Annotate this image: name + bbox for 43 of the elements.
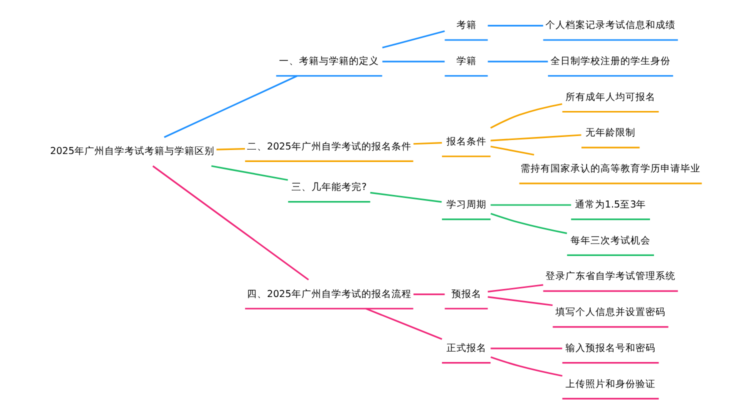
- connector: [216, 148, 245, 150]
- node-text: 个人档案记录考试信息和成绩: [546, 20, 676, 32]
- node-text: 输入预报名号和密码: [566, 342, 656, 354]
- node-text: 学习周期: [446, 199, 486, 210]
- node-text: 全日制学校注册的学生身份: [550, 56, 671, 67]
- connector: [413, 293, 445, 296]
- connector: [490, 212, 568, 234]
- connector: [488, 284, 544, 293]
- connector: [488, 60, 548, 62]
- connector: [490, 103, 562, 129]
- node-text: 一、考籍与学籍的定义: [279, 56, 380, 67]
- connector: [164, 75, 298, 138]
- node-text: 上传照片和身份验证: [566, 378, 656, 390]
- connector: [211, 165, 288, 181]
- connector: [490, 146, 534, 156]
- node-text: 预报名: [451, 288, 482, 300]
- node-text: 所有成年人均可报名: [566, 92, 656, 103]
- connector: [488, 24, 544, 26]
- node-text: 登录广东省自学考试管理系统: [546, 271, 676, 282]
- node-text: 2025年广州自学考试考籍与学籍区别: [50, 146, 214, 158]
- connector: [490, 134, 582, 142]
- connector: [366, 308, 442, 340]
- node-text: 填写个人信息并设置密码: [556, 307, 666, 318]
- connector: [382, 30, 445, 48]
- node-text: 无年龄限制: [586, 128, 636, 139]
- node-text: 三、几年能考完?: [292, 182, 367, 193]
- node-text: 每年三次考试机会: [570, 235, 651, 246]
- node-text: 学籍: [456, 56, 476, 67]
- node-text: 二、2025年广州自学考试的报名条件: [247, 141, 412, 152]
- node-text: 正式报名: [446, 342, 486, 354]
- node-text: 需持有国家承认的高等教育学历申请毕业: [520, 164, 701, 175]
- connector: [413, 142, 442, 145]
- node-text: 报名条件: [446, 136, 486, 148]
- connector: [490, 348, 562, 350]
- connector: [490, 356, 562, 377]
- connector: [488, 296, 553, 306]
- connector: [490, 204, 572, 206]
- connector: [382, 60, 445, 62]
- connector: [370, 192, 442, 203]
- node-text: 通常为1.5至3年: [574, 199, 646, 210]
- node-text: 考籍: [456, 20, 476, 32]
- connector: [152, 165, 309, 280]
- node-text: 四、2025年广州自学考试的报名流程: [247, 288, 412, 300]
